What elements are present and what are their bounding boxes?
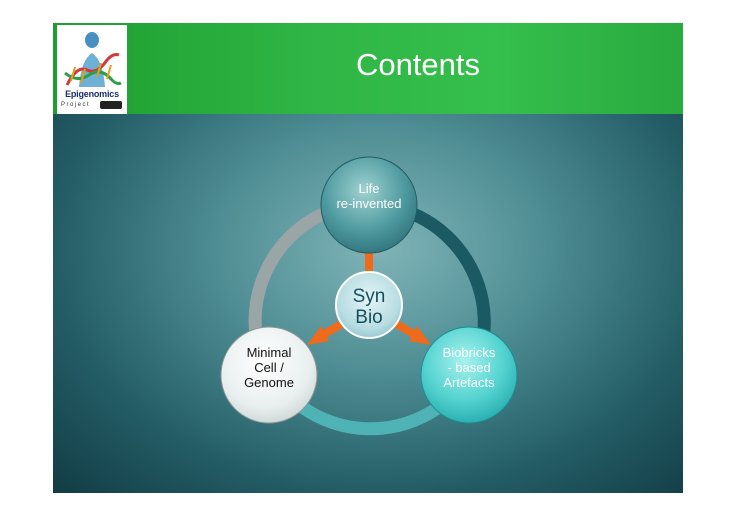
node-left-line-3: Genome [244, 375, 294, 390]
node-right-label: Biobricks - based Artefacts [419, 345, 519, 390]
center-label-line-1: Syn [352, 286, 386, 307]
ring-arc-bottom [286, 393, 455, 436]
logo-badge [100, 101, 122, 109]
slide-title: Contents [355, 47, 481, 82]
synbio-diagram [220, 156, 518, 436]
logo-tagline: Project [61, 102, 91, 108]
dna-figure-icon [64, 32, 122, 87]
node-top-circle [320, 156, 418, 254]
logo-name: Epigenomics [65, 89, 119, 99]
center-label: Syn Bio [332, 286, 406, 328]
center-circle [335, 271, 403, 339]
node-right-line-2: - based [447, 360, 491, 375]
node-left-line-1: Minimal [246, 345, 292, 360]
slide: Contents Epigenomics Project [53, 23, 683, 493]
node-right-line-3: Artefacts [443, 375, 495, 390]
node-right-line-1: Biobricks [442, 345, 496, 360]
epigenomics-logo: Epigenomics Project [57, 25, 127, 114]
logo-helix-red [65, 53, 120, 86]
node-top-line-1: Life [358, 181, 380, 196]
logo-head [85, 32, 99, 48]
node-right-circle [420, 326, 518, 424]
node-left-line-2: Cell / [254, 360, 284, 375]
arrow-down-right [390, 318, 431, 345]
center-label-line-2: Bio [355, 307, 383, 328]
node-left-label: Minimal Cell / Genome [219, 345, 319, 390]
node-top-line-2: re-invented [336, 196, 402, 211]
logo-helix-rungs [70, 62, 112, 84]
node-left-circle [220, 326, 318, 424]
arrow-down-left [307, 318, 348, 345]
node-top-label: Life re-invented [319, 181, 419, 211]
title-bar: Contents [53, 23, 683, 114]
logo-helix-green [64, 70, 122, 86]
